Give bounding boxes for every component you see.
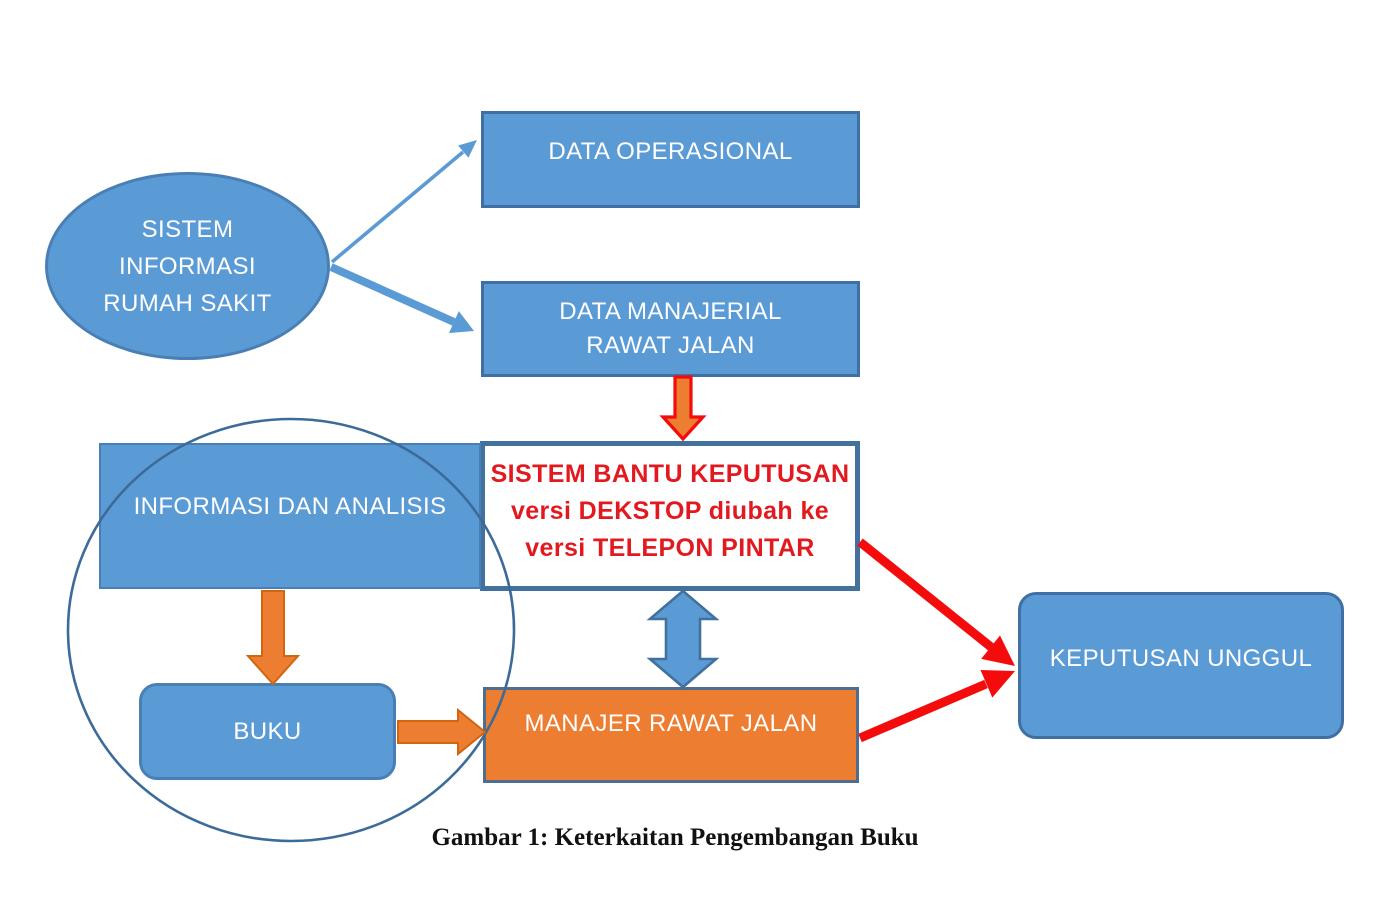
arrow-informasi-to-buku — [245, 590, 301, 686]
node-label: DATA OPERASIONAL — [548, 137, 793, 165]
node-label: MANAJER RAWAT JALAN — [524, 710, 818, 737]
node-label: SISTEM BANTU KEPUTUSAN versi DEKSTOP diu… — [491, 456, 850, 567]
node-data-manajerial-rawat-jalan: DATA MANAJERIAL RAWAT JALAN — [481, 281, 860, 377]
figure-caption: Gambar 1: Keterkaitan Pengembangan Buku — [431, 824, 919, 851]
node-buku: BUKU — [139, 683, 396, 780]
node-keputusan-unggul: KEPUTUSAN UNGGUL — [1018, 592, 1344, 739]
node-informasi-dan-analisis: INFORMASI DAN ANALISIS — [99, 443, 481, 589]
node-label: DATA MANAJERIAL RAWAT JALAN — [559, 295, 782, 363]
arrow-sistem-bantu-to-keputusan — [857, 538, 1015, 666]
arrow-manajerial-to-sistem-bantu — [659, 375, 707, 442]
arrow-sistem-bantu-manajer-double — [646, 589, 720, 689]
node-label: SISTEM INFORMASI RUMAH SAKIT — [103, 211, 271, 322]
node-sistem-informasi-rumah-sakit: SISTEM INFORMASI RUMAH SAKIT — [45, 172, 330, 360]
node-manajer-rawat-jalan: MANAJER RAWAT JALAN — [483, 687, 859, 783]
node-label-line: versi TELEPON PINTAR — [525, 533, 815, 562]
node-label-line: SISTEM — [141, 215, 234, 243]
node-label: BUKU — [233, 717, 302, 745]
node-label: INFORMASI DAN ANALISIS — [133, 493, 447, 520]
node-label-line: versi DEKSTOP diubah ke — [510, 496, 830, 525]
arrow-sistem-to-operasional — [330, 140, 477, 264]
node-label-line: RUMAH SAKIT — [103, 289, 272, 317]
node-label-line: INFORMASI — [119, 252, 256, 280]
node-label-line: RAWAT JALAN — [586, 332, 755, 359]
node-sistem-bantu-keputusan: SISTEM BANTU KEPUTUSAN versi DEKSTOP diu… — [480, 441, 860, 591]
arrow-sistem-to-manajerial — [329, 263, 474, 333]
arrow-manajer-to-keputusan — [858, 670, 1015, 743]
node-label-line: SISTEM BANTU KEPUTUSAN — [490, 459, 850, 488]
node-data-operasional: DATA OPERASIONAL — [481, 111, 860, 208]
node-label: KEPUTUSAN UNGGUL — [1049, 644, 1313, 672]
arrow-buku-to-manajer — [397, 707, 487, 757]
node-label-line: DATA MANAJERIAL — [559, 298, 782, 325]
